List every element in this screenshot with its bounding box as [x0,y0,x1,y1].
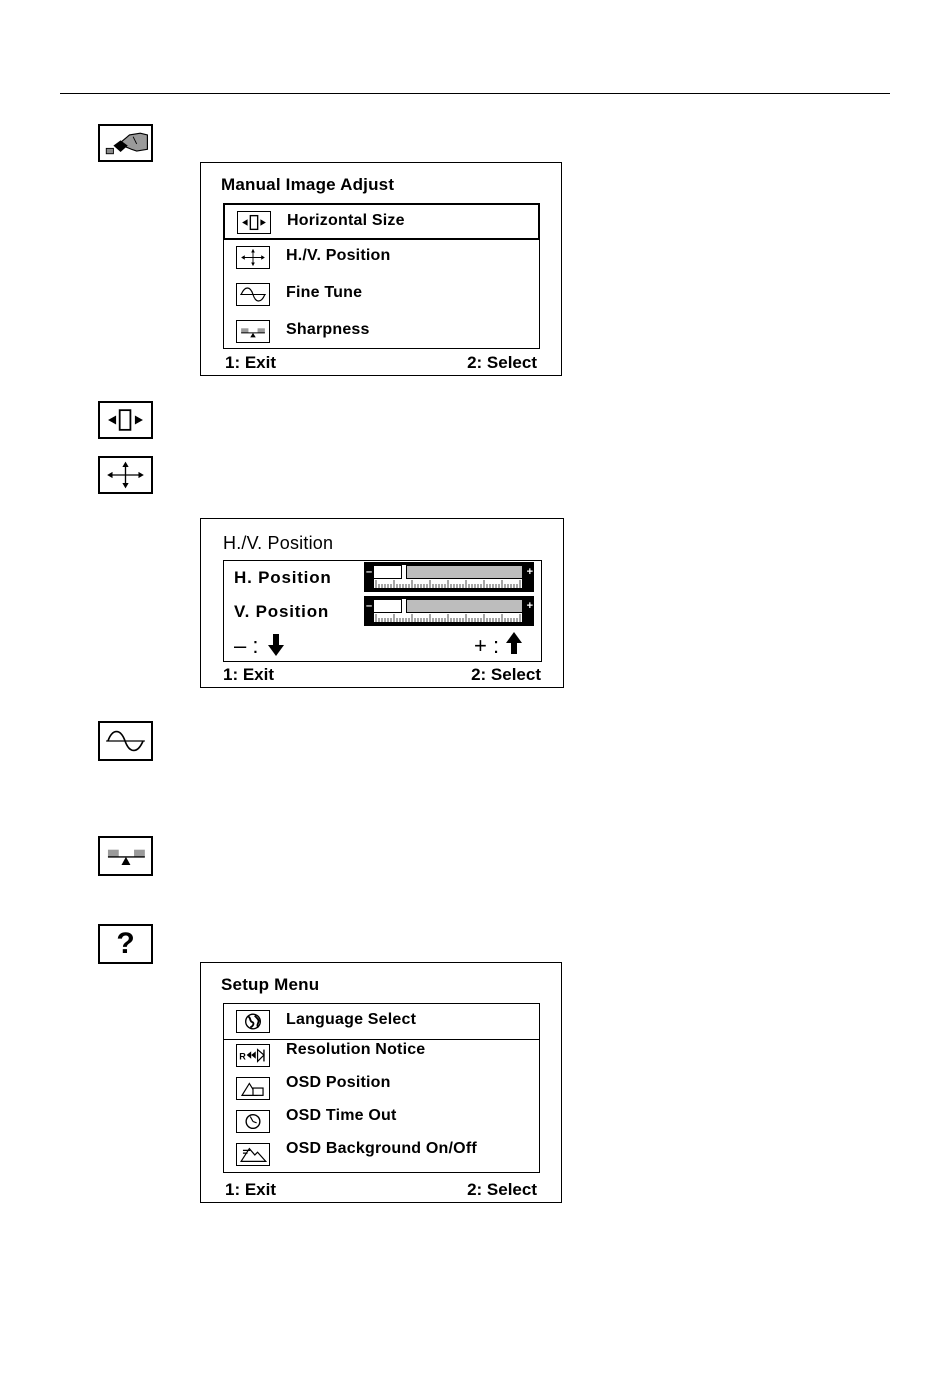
manual-image-adjust-osd: Manual Image Adjust Horizontal Size H./V… [200,162,562,376]
menu-item-hv-position[interactable]: H./V. Position [224,240,539,274]
hv-position-icon [98,456,153,494]
exit-hint: 1: Exit [223,665,274,685]
v-position-label: V. Position [234,602,329,622]
question-mark-glyph: ? [100,927,151,961]
menu-item-osd-position[interactable]: OSD Position [224,1071,539,1105]
hv-position-icon [236,246,270,269]
menu-item-label: OSD Position [286,1074,391,1092]
osd-title: Setup Menu [221,975,319,995]
manual-image-adjust-menu: Horizontal Size H./V. Position Fine Tune… [223,203,540,349]
select-hint: 2: Select [467,353,537,373]
menu-item-fine-tune[interactable]: Fine Tune [224,277,539,311]
menu-item-osd-time-out[interactable]: OSD Time Out [224,1104,539,1138]
question-mark-icon: ? [98,924,153,964]
sharpness-icon [98,836,153,876]
menu-item-label: Horizontal Size [287,212,405,230]
slider-knob[interactable] [401,564,407,580]
fine-tune-icon [98,721,153,761]
fine-tune-icon [236,283,270,306]
resolution-notice-icon: R [236,1044,270,1067]
hv-position-osd: H./V. Position H. Position – + V. Positi… [200,518,564,688]
menu-item-label: OSD Background On/Off [286,1140,477,1158]
setup-menu-osd: Setup Menu Language Select R Resolution … [200,962,562,1203]
menu-item-label: OSD Time Out [286,1107,397,1125]
menu-item-horizontal-size[interactable]: Horizontal Size [223,203,540,240]
clock-icon [236,1110,270,1133]
osd-title: Manual Image Adjust [221,175,394,195]
header-rule [60,93,890,94]
minus-sign: – [366,567,372,578]
slider-fill [374,600,404,612]
menu-item-label: Fine Tune [286,284,362,302]
svg-text:R: R [239,1052,246,1062]
select-hint: 2: Select [467,1180,537,1200]
h-position-label: H. Position [234,568,332,588]
menu-item-label: Sharpness [286,321,370,339]
menu-item-osd-background[interactable]: OSD Background On/Off [224,1137,539,1171]
menu-item-sharpness[interactable]: Sharpness [224,314,539,348]
setup-menu-list: Language Select R Resolution Notice OSD … [223,1003,540,1173]
slider-scale [374,579,522,589]
manual-image-adjust-icon [98,124,153,162]
slider-scale [374,613,522,623]
menu-item-label: Language Select [286,1011,416,1029]
sharpness-icon [236,320,270,343]
plus-key-label: + : [474,633,499,659]
h-position-slider[interactable]: – + [364,562,534,592]
arrow-up-icon [506,631,522,655]
osd-position-icon [236,1077,270,1100]
select-hint: 2: Select [471,665,541,685]
minus-sign: – [366,601,372,612]
menu-item-language-select[interactable]: Language Select [224,1004,539,1040]
exit-hint: 1: Exit [225,1180,276,1200]
arrow-down-icon [268,633,284,657]
horizontal-size-icon [98,401,153,439]
plus-sign: + [527,567,533,578]
v-position-slider[interactable]: – + [364,596,534,626]
slider-knob[interactable] [401,598,407,614]
osd-title: H./V. Position [223,533,333,554]
globe-icon [236,1010,270,1033]
slider-fill [374,566,404,578]
horizontal-size-icon [237,211,271,234]
plus-sign: + [527,601,533,612]
menu-item-label: H./V. Position [286,247,390,265]
menu-item-resolution-notice[interactable]: R Resolution Notice [224,1038,539,1072]
hv-position-panel: H. Position – + V. Position – + – : + : [223,560,542,662]
menu-item-label: Resolution Notice [286,1041,425,1059]
minus-key-label: – : [234,633,258,659]
exit-hint: 1: Exit [225,353,276,373]
osd-background-icon [236,1143,270,1166]
